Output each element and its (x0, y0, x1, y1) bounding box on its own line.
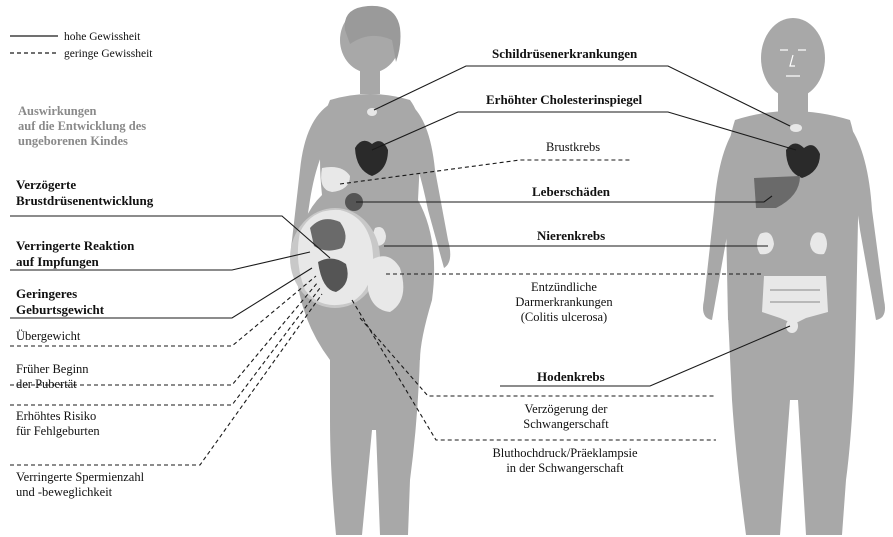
male-thyroid (790, 124, 802, 132)
label-darm-3: (Colitis ulcerosa) (494, 310, 634, 325)
male-head (761, 18, 825, 98)
label-spermienzahl-1: Verringerte Spermienzahl (16, 470, 144, 485)
label-praeklampsie-2: in der Schwangerschaft (470, 461, 660, 476)
label-uebergewicht: Übergewicht (16, 329, 80, 344)
label-brustkrebs: Brustkrebs (546, 140, 600, 155)
label-brustdruesen-2: Brustdrüsenentwicklung (16, 193, 153, 209)
label-pubertaet-2: der Pubertät (16, 377, 77, 392)
label-geburtsgewicht-2: Geburtsgewicht (16, 302, 104, 318)
label-pubertaet-1: Früher Beginn (16, 362, 89, 377)
label-schilddruese: Schildrüsenerkrankungen (492, 46, 637, 62)
label-darm-2: Darmerkrankungen (494, 295, 634, 310)
label-fehlgeburten-2: für Fehlgeburten (16, 424, 100, 439)
label-impfungen-1: Verringerte Reaktion (16, 238, 134, 254)
male-legs (728, 315, 856, 535)
male-testis (786, 319, 798, 333)
label-schwangerschaft-1: Verzögerung der (496, 402, 636, 417)
female-neck (360, 68, 380, 94)
left-heading-line-1: Auswirkungen (18, 104, 97, 119)
label-cholesterin: Erhöhter Cholesterinspiegel (486, 92, 642, 108)
legend-solid-label: hohe Gewissheit (64, 30, 140, 44)
label-praeklampsie-1: Bluthochdruck/Präeklampsie (470, 446, 660, 461)
left-heading-line-3: ungeborenen Kindes (18, 134, 128, 149)
legend-dashed-label: geringe Gewissheit (64, 47, 152, 61)
female-legs (330, 355, 420, 535)
label-niere: Nierenkrebs (537, 228, 605, 244)
label-leber: Leberschäden (532, 184, 610, 200)
label-hoden: Hodenkrebs (537, 369, 605, 385)
label-spermienzahl-2: und -beweglichkeit (16, 485, 112, 500)
label-schwangerschaft-2: Schwangerschaft (496, 417, 636, 432)
label-impfungen-2: auf Impfungen (16, 254, 99, 270)
left-heading-line-2: auf die Entwicklung des (18, 119, 146, 134)
label-fehlgeburten-1: Erhöhtes Risiko (16, 409, 96, 424)
label-geburtsgewicht-1: Geringeres (16, 286, 77, 302)
label-darm-1: Entzündliche (494, 280, 634, 295)
label-brustdruesen-1: Verzögerte (16, 177, 76, 193)
